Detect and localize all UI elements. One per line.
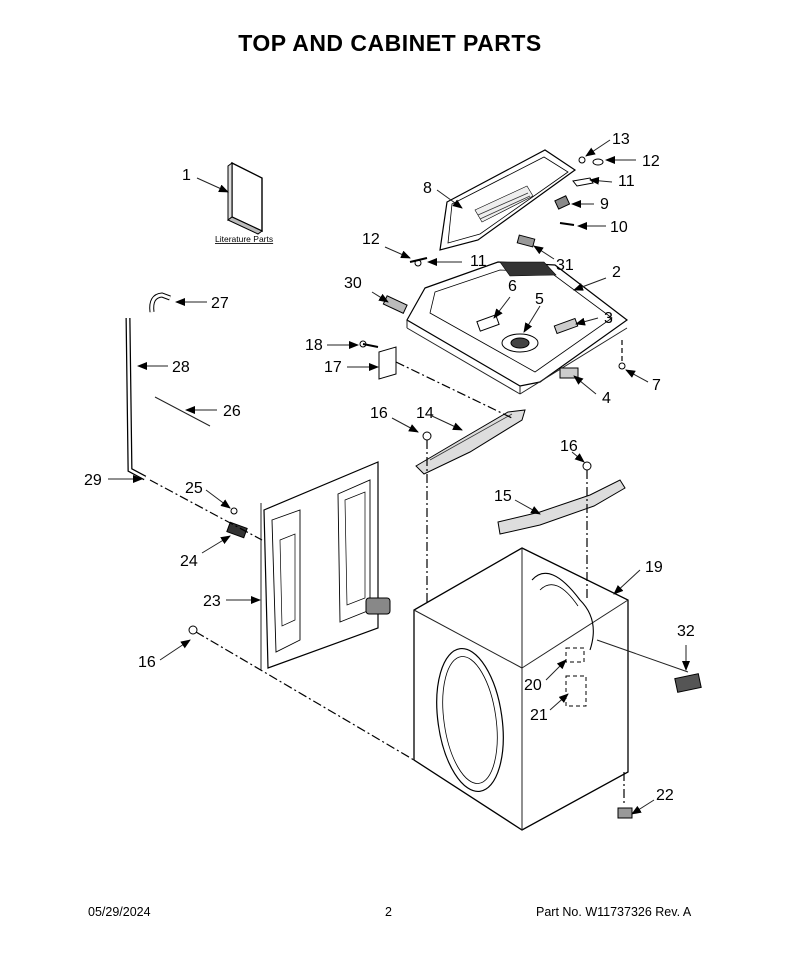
callout-8: 8 [423, 180, 432, 197]
callout-16-front: 16 [370, 405, 388, 422]
callout-19: 19 [645, 559, 663, 576]
page-title: TOP AND CABINET PARTS [238, 30, 542, 56]
callout-28: 28 [172, 359, 190, 376]
literature-booklet [227, 161, 263, 235]
callout-9: 9 [600, 196, 609, 213]
callout-29: 29 [84, 472, 102, 489]
hoses [125, 292, 248, 635]
callout-3: 3 [604, 310, 613, 327]
callout-25: 25 [185, 480, 203, 497]
callout-22: 22 [656, 787, 674, 804]
front-brace [415, 409, 526, 475]
callout-31: 31 [556, 257, 574, 274]
callout-27: 27 [211, 295, 229, 312]
callout-labels: 1 2 3 4 5 6 7 8 9 10 11 11 12 12 13 14 1… [84, 131, 695, 804]
callout-7: 7 [652, 377, 661, 394]
callout-16-back: 16 [138, 654, 156, 671]
callout-21: 21 [530, 707, 548, 724]
footer-page-number: 2 [385, 905, 392, 919]
hinge-hardware [409, 156, 604, 267]
callout-16-rear: 16 [560, 438, 578, 455]
callout-10: 10 [610, 219, 628, 236]
footer-date: 05/29/2024 [88, 905, 151, 919]
callout-11-top: 11 [618, 173, 635, 190]
assembly-lines [149, 361, 689, 806]
callout-30: 30 [344, 275, 362, 292]
callout-15: 15 [494, 488, 512, 505]
callout-17: 17 [324, 359, 342, 376]
rear-brace [497, 461, 626, 535]
callout-12-right: 12 [642, 153, 660, 170]
callout-14: 14 [416, 405, 434, 422]
callout-4: 4 [602, 390, 611, 407]
literature-parts-label: Literature Parts [215, 234, 273, 244]
cabinet [413, 547, 702, 831]
bracket-parts [359, 295, 408, 380]
callout-24: 24 [180, 553, 198, 570]
back-panel [260, 461, 391, 670]
lid [439, 149, 577, 251]
callout-20: 20 [524, 677, 542, 694]
callout-5: 5 [535, 291, 544, 308]
callout-32: 32 [677, 623, 695, 640]
callout-6: 6 [508, 278, 517, 295]
callout-13: 13 [612, 131, 630, 148]
callout-18: 18 [305, 337, 323, 354]
callout-12-left: 12 [362, 231, 380, 248]
callout-arrows [108, 139, 690, 815]
callout-23: 23 [203, 593, 221, 610]
callout-26: 26 [223, 403, 241, 420]
top-panel [406, 261, 629, 395]
callout-11-left: 11 [470, 253, 487, 270]
footer-part-number: Part No. W11737326 Rev. A [536, 905, 692, 919]
callout-1: 1 [182, 167, 191, 184]
callout-2: 2 [612, 264, 621, 281]
